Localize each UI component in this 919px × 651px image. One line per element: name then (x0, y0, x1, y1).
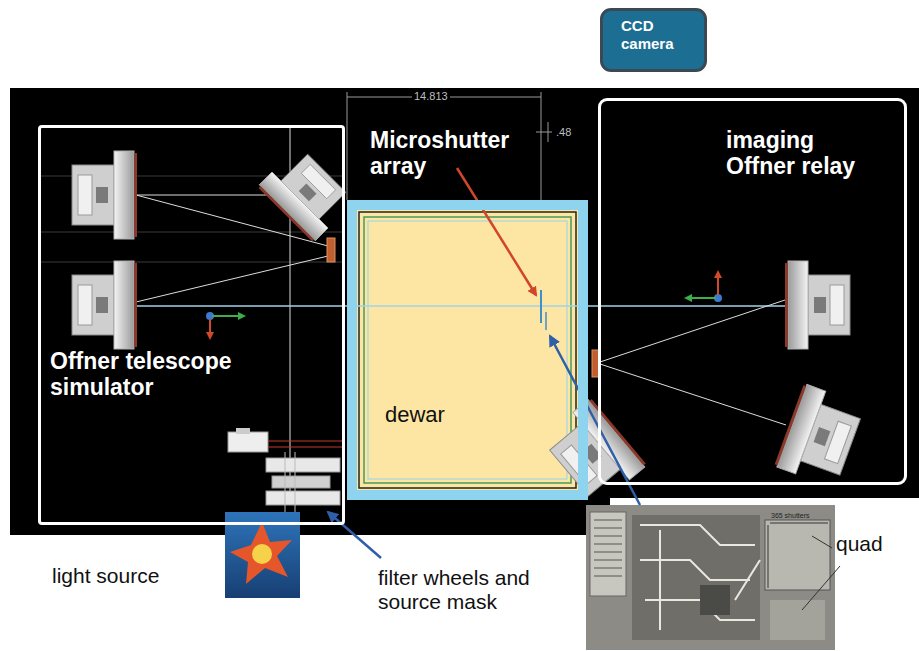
part-label: Microshutter array (370, 127, 538, 180)
part-label: light source (52, 564, 159, 588)
section-title: Offner telescope simulator (50, 348, 255, 401)
camera-box: CCD camera (600, 8, 707, 72)
dewar-box: dewar (347, 200, 588, 500)
dimension-label: .48 (556, 126, 571, 139)
part-label: filter wheels and source mask (378, 566, 550, 614)
dimension-label: 14.813 (412, 90, 450, 103)
relay-box: imaging Offner relay (598, 98, 907, 485)
dewar-label: dewar (385, 402, 505, 427)
camera-label: CCD camera (621, 17, 685, 53)
photo-annotation: 365 shutters (771, 512, 810, 520)
section-title: imaging Offner relay (726, 127, 878, 180)
part-label: quad (836, 532, 883, 556)
telescope-simulator-box: Offner telescope simulator (38, 125, 345, 525)
